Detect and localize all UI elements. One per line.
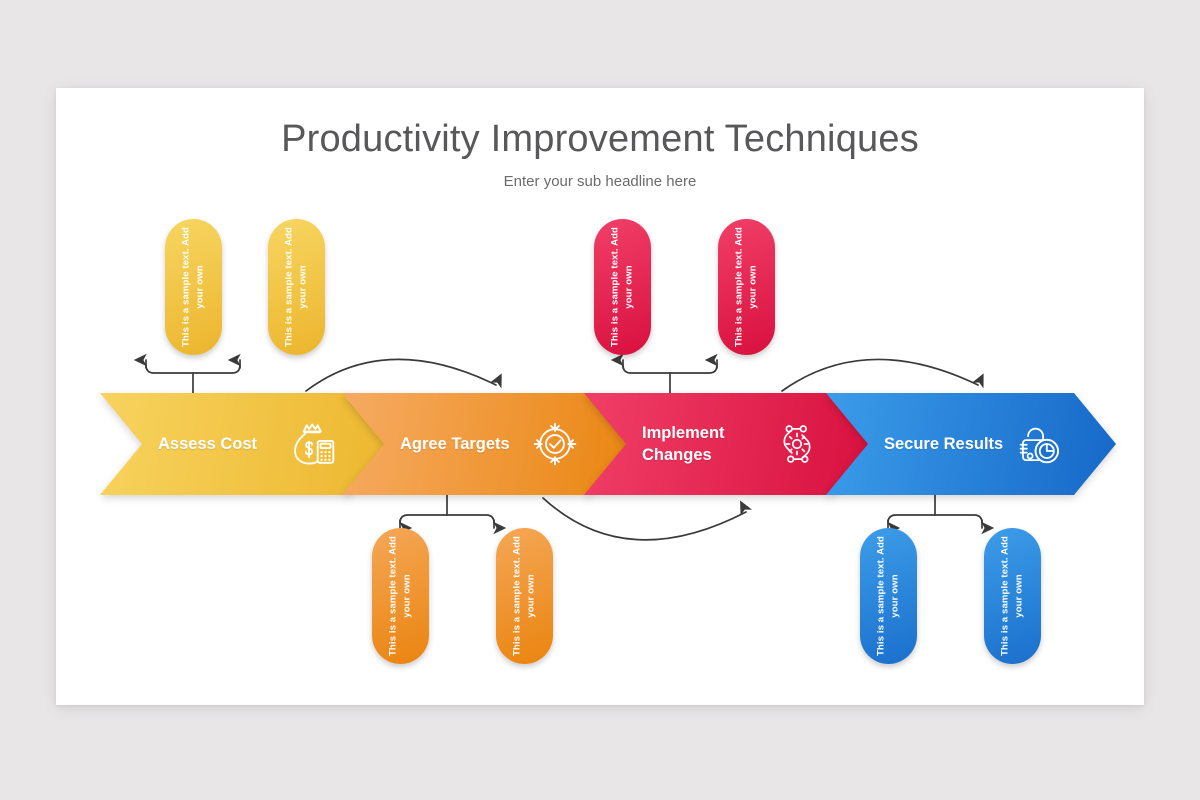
slide-canvas: Productivity Improvement Techniques Ente…	[56, 88, 1144, 705]
process-step-label: Assess Cost	[158, 434, 258, 453]
flow-arrow-1-to-2	[305, 358, 502, 392]
chevron-shape	[584, 393, 874, 495]
detail-pill-text: This is a sample text. Add your own	[609, 226, 635, 348]
money-bag-calculator-icon	[288, 419, 338, 469]
detail-pill-text: This is a sample text. Add your own	[733, 226, 759, 348]
process-step-assess-cost[interactable]: Assess Cost	[100, 393, 390, 495]
chevron-shape	[826, 393, 1116, 495]
process-step-implement-changes[interactable]: Implement Changes	[584, 393, 874, 495]
process-step-label: Secure Results	[884, 434, 1004, 453]
process-step-secure-results[interactable]: Secure Results	[826, 393, 1116, 495]
bracket-connector-step-3	[610, 353, 718, 394]
detail-pill[interactable]: This is a sample text. Add your own	[718, 219, 775, 355]
detail-pill[interactable]: This is a sample text. Add your own	[372, 528, 429, 664]
gear-workflow-icon	[772, 419, 822, 469]
detail-pill-text: This is a sample text. Add your own	[387, 535, 413, 657]
bracket-connector-step-1	[133, 353, 241, 394]
flow-arrow-3-to-4	[781, 358, 984, 392]
detail-pill[interactable]: This is a sample text. Add your own	[860, 528, 917, 664]
detail-pill[interactable]: This is a sample text. Add your own	[594, 219, 651, 355]
detail-pill[interactable]: This is a sample text. Add your own	[496, 528, 553, 664]
bracket-connector-step-4	[887, 494, 995, 535]
bracket-connector-step-2	[399, 494, 507, 535]
page-title: Productivity Improvement Techniques	[281, 118, 919, 160]
detail-pill-text: This is a sample text. Add your own	[511, 535, 537, 657]
process-step-agree-targets[interactable]: Agree Targets	[342, 393, 632, 495]
process-step-label: Agree Targets	[400, 434, 510, 453]
chevron-shape	[100, 393, 390, 495]
page-subtitle: Enter your sub headline here	[503, 173, 697, 190]
detail-pill[interactable]: This is a sample text. Add your own	[165, 219, 222, 355]
detail-pill-text: This is a sample text. Add your own	[180, 226, 206, 348]
detail-pill[interactable]: This is a sample text. Add your own	[984, 528, 1041, 664]
target-check-icon	[530, 419, 580, 469]
chevron-shape	[342, 393, 632, 495]
lock-pie-chart-icon	[1014, 419, 1064, 469]
detail-pill-text: This is a sample text. Add your own	[283, 226, 309, 348]
process-step-label: Implement Changes	[642, 423, 725, 464]
detail-pill-text: This is a sample text. Add your own	[875, 535, 901, 657]
detail-pill-text: This is a sample text. Add your own	[999, 535, 1025, 657]
detail-pill[interactable]: This is a sample text. Add your own	[268, 219, 325, 355]
flow-arrow-2-to-3	[542, 497, 753, 541]
